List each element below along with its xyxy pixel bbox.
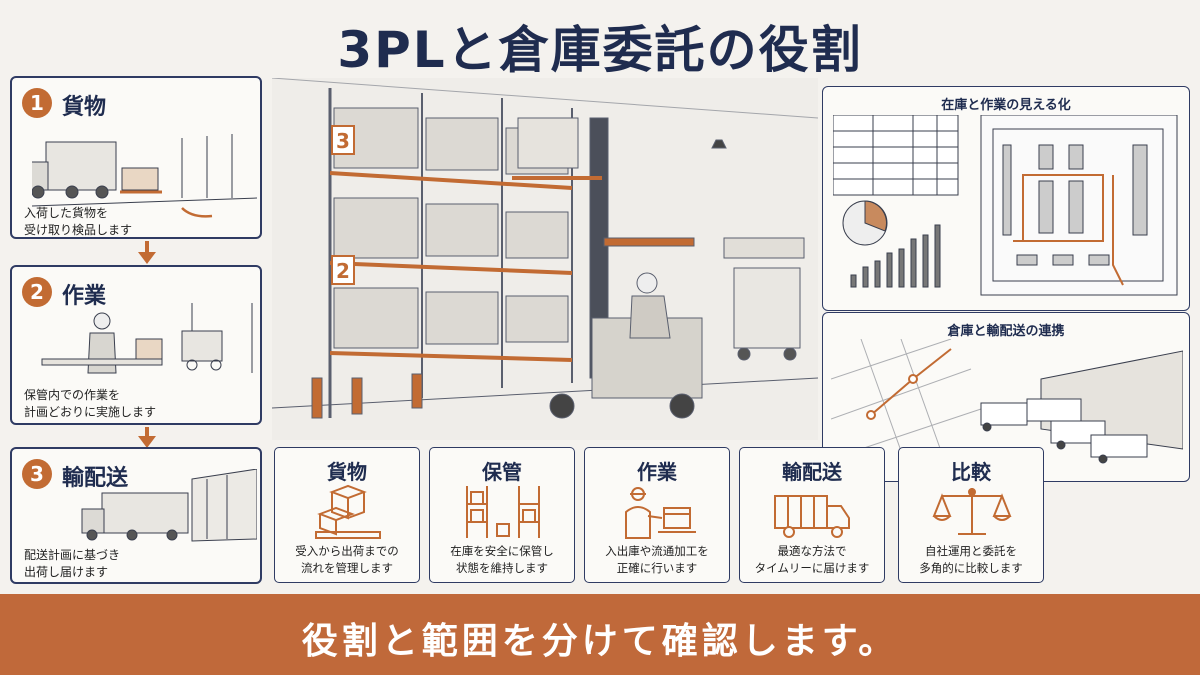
rack-level-label: 2 (336, 259, 350, 283)
visibility-panel: 在庫と作業の見える化 (822, 86, 1190, 311)
feature-desc: 入出庫や流通加工を 正確に行います (605, 544, 709, 575)
truck-unloading-illustration (32, 134, 257, 218)
page-title: 3PLと倉庫委託の役割 (337, 21, 863, 79)
step-desc: 保管内での作業を 計画どおりに実施します (24, 388, 157, 419)
feature-title: 保管 (482, 460, 522, 484)
panel-title: 倉庫と輸配送の連携 (947, 324, 1065, 339)
panel-title: 在庫と作業の見える化 (941, 98, 1071, 113)
warehouse-truck-map-illustration (831, 339, 1183, 479)
boxes-on-pallet-icon (315, 484, 381, 539)
step-desc: 配送計画に基づき 出荷し届けます (24, 548, 121, 579)
feature-desc: 在庫を安全に保管し 状態を維持します (450, 544, 554, 575)
feature-desc: 自社運用と委託を 多角的に比較します (919, 544, 1023, 575)
feature-title: 作業 (637, 460, 677, 484)
step-card-cargo: 1 貨物 入荷した貨物を 受け取り検品します (10, 76, 262, 239)
warehouse-forklift-illustration: 3 2 (272, 78, 818, 440)
rack-level-label: 3 (336, 129, 350, 153)
feature-title: 比較 (951, 460, 991, 484)
step-number: 2 (22, 277, 52, 307)
feature-card-delivery: 輸配送 最適な方法で タイムリーに届けます (739, 447, 885, 583)
step-desc: 入荷した貨物を 受け取り検品します (24, 206, 133, 237)
arrow-down-icon (138, 436, 156, 448)
balance-scale-icon (932, 488, 1012, 535)
step-card-work: 2 作業 保管内での作業を 計画どおりに実施します (10, 265, 262, 425)
step-title: 貨物 (62, 95, 107, 120)
storage-rack-icon (466, 486, 540, 538)
feature-card-storage: 保管 在庫を安全に保管し 状態を維持します (429, 447, 575, 583)
flow-arrow (145, 427, 149, 437)
feature-desc: 受入から出荷までの 流れを管理します (295, 544, 399, 575)
flow-arrow (145, 241, 149, 253)
feature-card-compare: 比較 自社運用と委託を 多角的に比較します (898, 447, 1044, 583)
step-number: 1 (22, 88, 52, 118)
footer-banner: 役割と範囲を分けて確認します。 (0, 594, 1200, 675)
step-number: 3 (22, 459, 52, 489)
worker-with-box-icon (625, 487, 696, 539)
arrow-down-icon (138, 252, 156, 264)
feature-card-work: 作業 入出庫や流通加工を 正確に行います (584, 447, 730, 583)
delivery-truck-icon (774, 495, 850, 538)
feature-title: 輸配送 (782, 460, 842, 484)
worker-inspection-illustration (41, 303, 253, 374)
inventory-dashboard-illustration (833, 115, 1178, 296)
step-title: 輸配送 (62, 466, 129, 491)
footer-text: 役割と範囲を分けて確認します。 (301, 621, 899, 662)
truck-departing-illustration (81, 469, 257, 542)
feature-card-cargo: 貨物 受入から出荷までの 流れを管理します (274, 447, 420, 583)
feature-desc: 最適な方法で タイムリーに届けます (754, 544, 870, 575)
step-title: 作業 (62, 284, 107, 309)
step-card-delivery: 3 輸配送 配送計画に基づき 出荷し届けます (10, 447, 262, 584)
feature-title: 貨物 (327, 460, 367, 484)
